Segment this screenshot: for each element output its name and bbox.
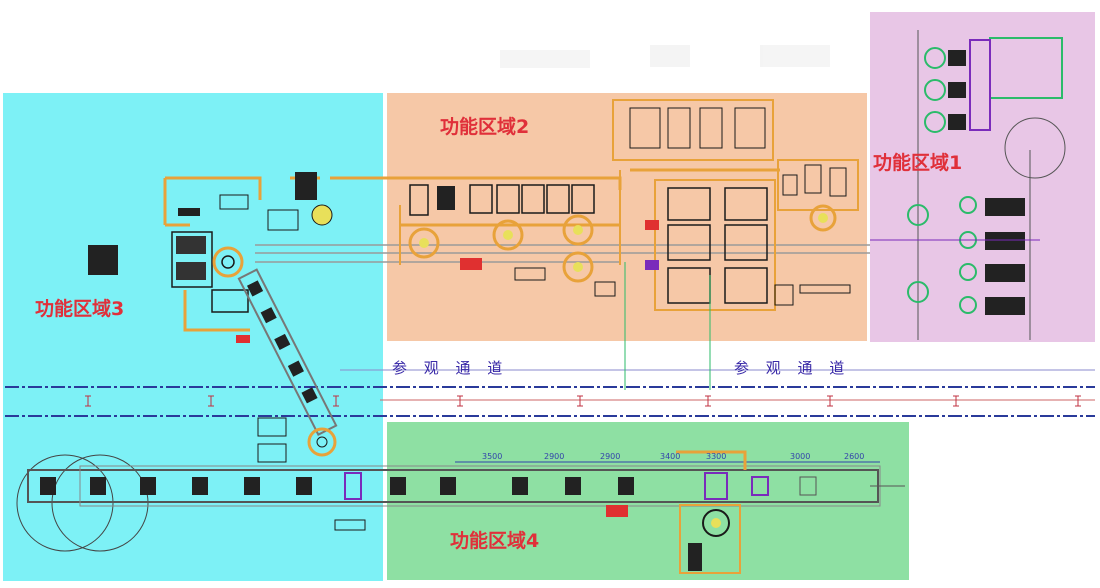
dimension-label: 3400: [660, 452, 681, 461]
zone3-label: 功能区域3: [35, 298, 125, 320]
dimension-label: 3300: [706, 452, 727, 461]
aisle-tick-marks: [85, 395, 1081, 407]
zone1-equipment: [870, 30, 1066, 340]
zone3-area: [3, 93, 383, 581]
zone1-label: 功能区域1: [873, 152, 963, 174]
dimension-label: 2900: [600, 452, 621, 461]
aisle-lines: [5, 369, 1095, 417]
aisle-label-left: 参 观 通 道: [392, 359, 509, 377]
zone2-label: 功能区域2: [440, 116, 530, 138]
dimension-label: 2900: [544, 452, 565, 461]
zone2-area: [387, 93, 867, 341]
zone2-equipment: [380, 99, 859, 390]
dimension-label: 3500: [482, 452, 503, 461]
aisle-label-right: 参 观 通 道: [734, 359, 851, 377]
bottom-conveyor: [27, 465, 905, 507]
zone1-area: [870, 12, 1095, 342]
faint-header-marks: [500, 45, 830, 68]
zone4-label: 功能区域4: [450, 530, 540, 552]
zone3-equipment: [16, 172, 870, 552]
zone4-equipment: [606, 450, 747, 574]
dimension-label: 3000: [790, 452, 811, 461]
dimension-label: 2600: [844, 452, 865, 461]
